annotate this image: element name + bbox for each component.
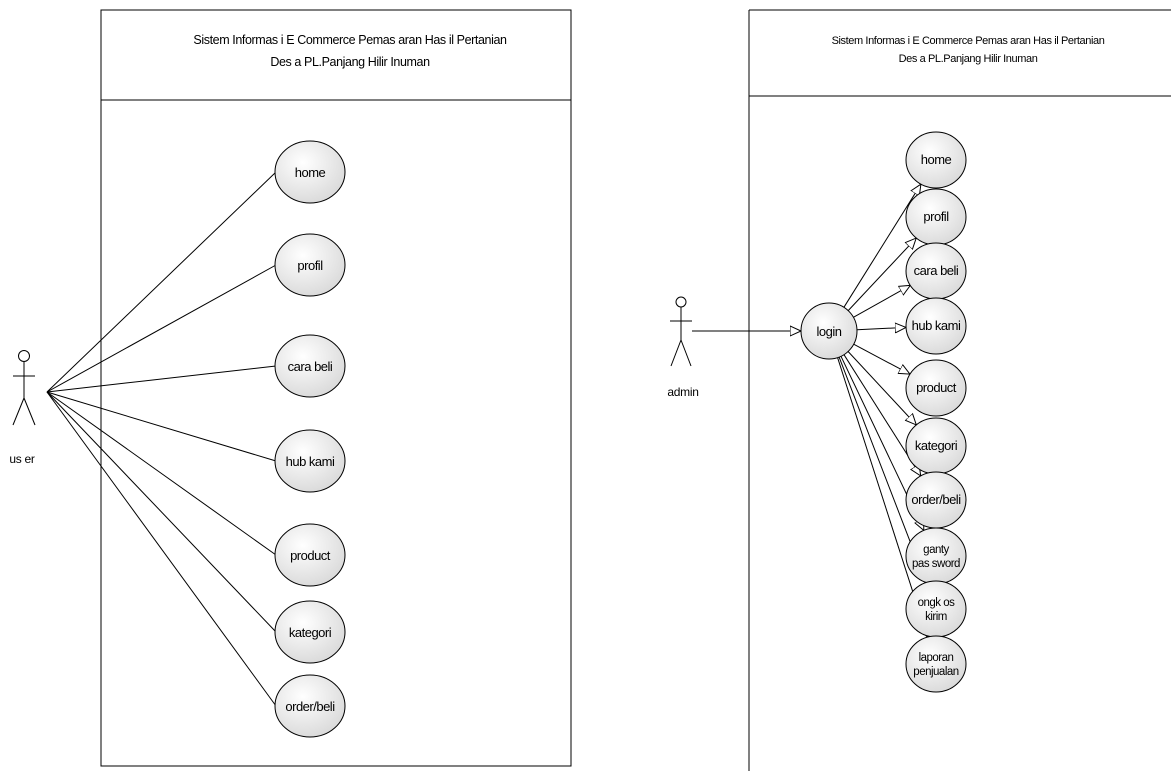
login-product-association <box>853 343 910 374</box>
login-kategori-association <box>847 351 916 425</box>
login-profil-association <box>847 238 916 311</box>
kategori-use-case: kategori <box>274 600 346 664</box>
admin-actor-icon <box>670 296 692 367</box>
kategori-use-case: kategori <box>905 417 967 475</box>
left-associations <box>46 171 277 707</box>
right-system-title-line2: Des a PL.Panjang Hilir Inuman <box>899 53 1038 65</box>
login-cara-beli-association <box>853 285 910 318</box>
ongk-os-kirim-use-case: ongk os kirim <box>905 580 967 638</box>
user-cara-beli-association <box>46 365 277 393</box>
left-use-cases: home profil cara beli hub kami product katego… <box>274 140 346 738</box>
login-hub-kami-association <box>856 327 906 329</box>
profil-use-case: profil <box>905 188 967 246</box>
login-use-case: login <box>800 302 858 360</box>
hub-kami-use-case: hub kami <box>905 297 967 355</box>
cara-beli-use-case-label: cara beli <box>914 263 959 278</box>
user-actor-icon <box>12 350 36 426</box>
product-use-case: product <box>274 523 346 587</box>
product-use-case-label: product <box>916 380 957 395</box>
admin-actor-label: admin <box>667 385 698 399</box>
cara-beli-use-case: cara beli <box>274 334 346 398</box>
kategori-use-case-label: kategori <box>915 438 958 453</box>
left-system-title-line2: Des a PL.Panjang Hilir Inuman <box>270 55 430 69</box>
order-beli-use-case: order/beli <box>905 471 967 529</box>
right-use-cases: home profil cara beli hub kami product katego… <box>905 131 967 693</box>
user-home-association <box>46 171 277 393</box>
left-use-case-diagram: Sistem Informas i E Commerce Pemas aran … <box>9 9 572 767</box>
order-beli-use-case: order/beli <box>274 674 346 738</box>
laporan-penjualan-use-case-label: laporan <box>919 652 954 664</box>
user-order-beli-association <box>46 391 277 707</box>
ongk-os-kirim-use-case-label: ongk os <box>918 597 956 609</box>
ongk-os-kirim-use-case-label: kirim <box>925 611 947 623</box>
order-beli-use-case-label: order/beli <box>285 699 335 714</box>
profil-use-case-label: profil <box>923 209 949 224</box>
login-home-association <box>843 184 921 308</box>
home-use-case: home <box>905 131 967 189</box>
login-use-case-label: login <box>817 324 842 339</box>
kategori-use-case-label: kategori <box>289 625 332 640</box>
user-profil-association <box>46 264 277 393</box>
user-hub-kami-association <box>46 391 277 462</box>
user-kategori-association <box>46 391 277 633</box>
ganty-pas-sword-use-case-label: pas sword <box>912 558 960 570</box>
profil-use-case: profil <box>274 233 346 297</box>
home-use-case-label: home <box>295 165 326 180</box>
laporan-penjualan-use-case-label: penjualan <box>913 666 958 678</box>
left-system-title-line1: Sistem Informas i E Commerce Pemas aran … <box>193 33 507 47</box>
hub-kami-use-case-label: hub kami <box>286 454 335 469</box>
user-product-association <box>46 391 277 556</box>
cara-beli-use-case: cara beli <box>905 242 967 300</box>
left-system-boundary <box>100 9 572 767</box>
product-use-case-label: product <box>290 548 331 563</box>
user-actor-label: us er <box>9 452 34 466</box>
right-system-title-line1: Sistem Informas i E Commerce Pemas aran … <box>832 35 1105 47</box>
ganty-pas-sword-use-case-label: ganty <box>923 544 949 556</box>
home-use-case: home <box>274 140 346 204</box>
product-use-case: product <box>905 359 967 417</box>
cara-beli-use-case-label: cara beli <box>288 359 333 374</box>
profil-use-case-label: profil <box>297 258 323 273</box>
login-laporan-penjualan-association <box>837 357 928 638</box>
hub-kami-use-case-label: hub kami <box>912 318 961 333</box>
hub-kami-use-case: hub kami <box>274 429 346 493</box>
home-use-case-label: home <box>921 152 952 167</box>
ganty-pas-sword-use-case: ganty pas sword <box>905 527 967 585</box>
right-use-case-diagram: Sistem Informas i E Commerce Pemas aran … <box>667 9 1171 771</box>
order-beli-use-case-label: order/beli <box>911 492 961 507</box>
laporan-penjualan-use-case: laporan penjualan <box>905 635 967 693</box>
